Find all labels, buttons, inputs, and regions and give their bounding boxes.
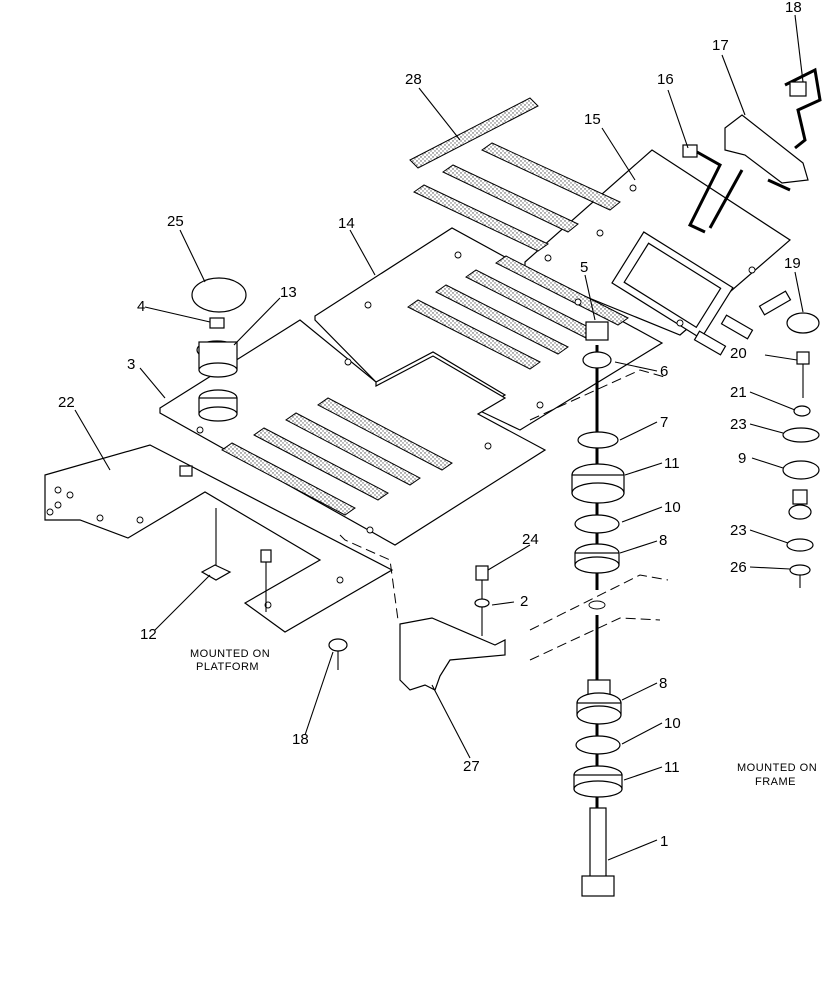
callout-26: 26 (730, 559, 747, 576)
callout-18b: 18 (292, 731, 309, 748)
callout-labels: 18 17 16 28 15 14 25 5 19 13 4 20 3 6 21… (58, 0, 802, 850)
note-frame-line2: FRAME (755, 776, 796, 788)
callout-14: 14 (338, 215, 355, 232)
callout-12: 12 (140, 626, 157, 643)
callout-23a: 23 (730, 416, 747, 433)
callout-10b: 10 (664, 715, 681, 732)
leader-lines (74, 14, 804, 861)
callout-13: 13 (280, 284, 297, 301)
callout-5: 5 (580, 259, 588, 276)
note-frame-line1: MOUNTED ON (737, 762, 817, 774)
note-platform-line1: MOUNTED ON (190, 648, 270, 660)
callout-8a: 8 (659, 532, 667, 549)
callout-27: 27 (463, 758, 480, 775)
callout-16: 16 (657, 71, 674, 88)
callout-3: 3 (127, 356, 135, 373)
callout-4: 4 (137, 298, 145, 315)
callout-2: 2 (520, 593, 528, 610)
callout-15: 15 (584, 111, 601, 128)
callout-24: 24 (522, 531, 539, 548)
callout-9: 9 (738, 450, 746, 467)
callout-11a: 11 (664, 455, 680, 472)
callout-8b: 8 (659, 675, 667, 692)
callout-11b: 11 (664, 759, 680, 776)
tread-strips-28 (409, 97, 621, 252)
callout-19: 19 (784, 255, 801, 272)
callout-21: 21 (730, 384, 747, 401)
callout-20: 20 (730, 345, 747, 362)
callout-28: 28 (405, 71, 422, 88)
callout-6: 6 (660, 363, 668, 380)
callout-7: 7 (660, 414, 668, 431)
middle-plate-14 (314, 227, 664, 431)
center-mount-stack (529, 321, 669, 897)
callout-25: 25 (167, 213, 184, 230)
bracket-27 (339, 534, 506, 691)
callout-10a: 10 (664, 499, 681, 516)
callout-1: 1 (660, 833, 668, 850)
upper-right-fittings (682, 67, 822, 234)
note-platform-line2: PLATFORM (196, 661, 259, 673)
bolt-18-lower (260, 549, 348, 670)
right-mount-stack (693, 290, 820, 588)
bracket-22 (44, 444, 394, 633)
mounting-notes: MOUNTED ON PLATFORM MOUNTED ON FRAME (190, 648, 817, 788)
callout-22: 22 (58, 394, 75, 411)
callout-18: 18 (785, 0, 802, 16)
stud-12 (200, 508, 232, 581)
lower-plate-3 (159, 319, 547, 546)
top-plate-15 (524, 149, 791, 340)
callout-23b: 23 (730, 522, 747, 539)
isolator-13 (191, 277, 247, 422)
callout-17: 17 (712, 37, 729, 54)
